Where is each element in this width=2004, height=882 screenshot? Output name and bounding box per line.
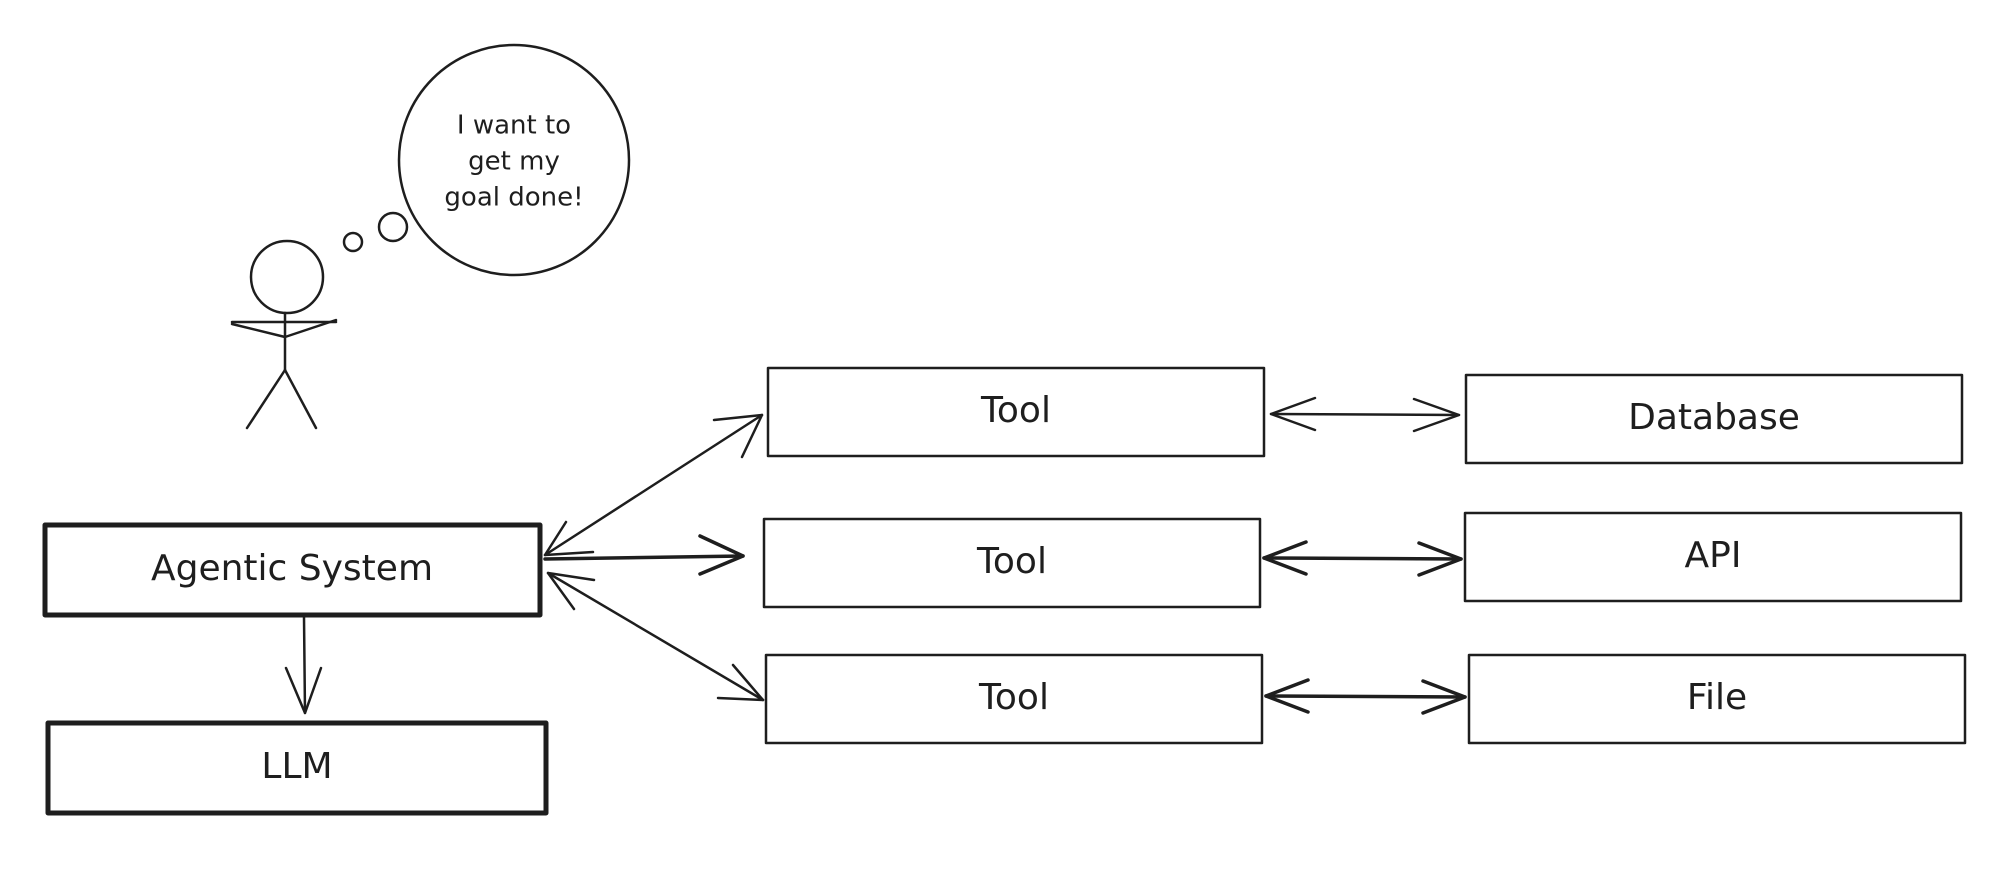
thought-dot-medium [377, 211, 409, 243]
tool-2-label: Tool [976, 541, 1047, 582]
user-stick-figure [230, 239, 338, 430]
api-box: API [1463, 511, 1963, 603]
stick-figure-leg-right [283, 368, 318, 430]
stick-figure-leg-left [245, 368, 287, 430]
database-box: Database [1464, 373, 1964, 465]
llm-label: LLM [261, 746, 332, 787]
arrow-tool-3-file [1264, 678, 1467, 715]
agentic-system-box: Agentic System [42, 522, 543, 618]
agentic-system-label: Agentic System [151, 548, 433, 589]
tool-1-label: Tool [980, 390, 1051, 431]
llm-box: LLM [45, 720, 549, 816]
file-label: File [1687, 677, 1747, 718]
arrow-agentic-to-tool-2 [543, 534, 745, 576]
database-label: Database [1628, 397, 1800, 438]
arrow-tool-1-database [1269, 396, 1461, 433]
arrow-tool-2-api [1262, 540, 1463, 577]
stick-figure-head [249, 239, 325, 315]
file-box: File [1467, 653, 1967, 745]
thought-bubble [342, 43, 631, 277]
tool-3-label: Tool [978, 677, 1049, 718]
stick-figure-arms-left [230, 322, 287, 339]
tool-box-1: Tool [766, 366, 1266, 458]
tool-box-3: Tool [764, 653, 1264, 745]
arrow-agentic-to-llm [284, 615, 323, 715]
stick-figure-arms-right [283, 318, 338, 339]
thought-line-2: get my [468, 147, 560, 177]
thought-line-1: I want to [457, 111, 571, 141]
api-label: API [1685, 535, 1742, 576]
thought-dot-small [342, 231, 364, 253]
thought-line-3: goal done! [444, 183, 583, 213]
tool-box-2: Tool [762, 517, 1262, 609]
arrow-agentic-to-tool-1 [543, 413, 764, 557]
thought-bubble-circle [397, 43, 631, 277]
arrow-agentic-to-tool-3 [546, 571, 765, 702]
